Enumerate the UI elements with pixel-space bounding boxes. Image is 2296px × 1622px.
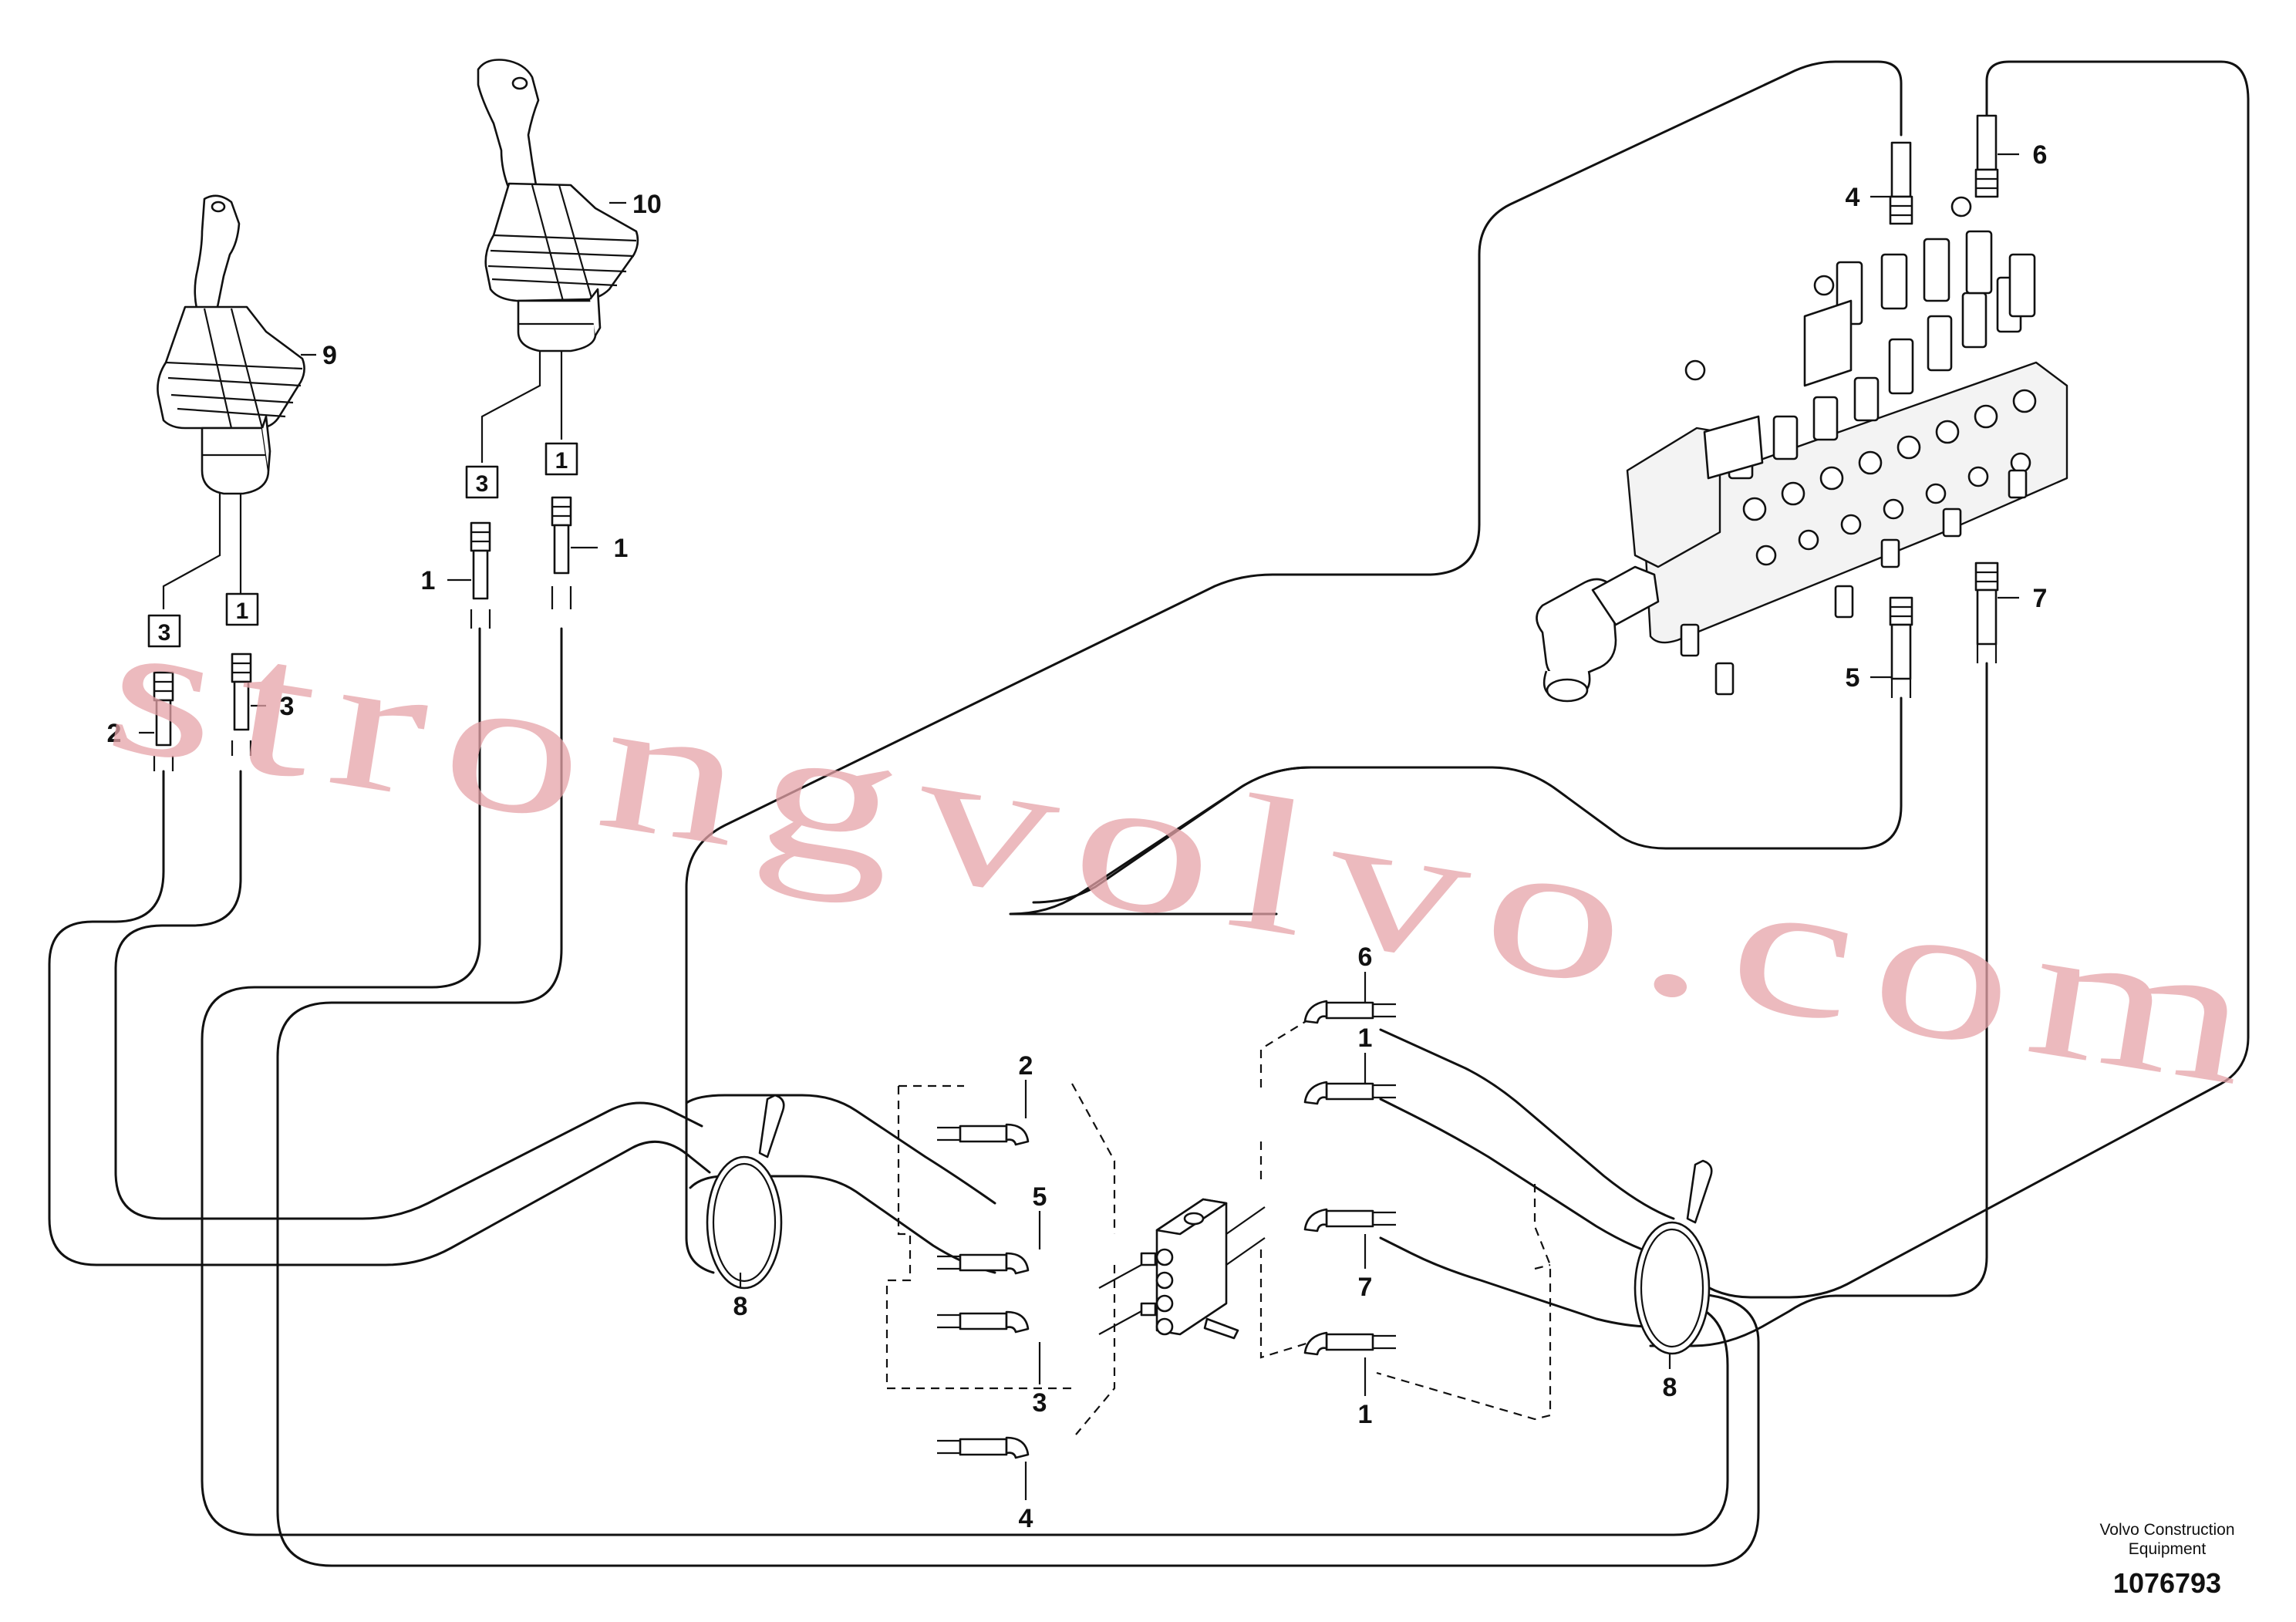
jr-box-a-frame xyxy=(465,465,499,499)
hose-jl-1 xyxy=(114,770,703,1220)
elbow-fittings xyxy=(937,1000,1396,1459)
hose-jr-1 xyxy=(276,627,1760,1567)
callout-right-1b: 1 xyxy=(1358,1400,1373,1429)
hose-v5 xyxy=(1009,696,1903,916)
callout-block-3: 3 xyxy=(1033,1388,1047,1418)
hose-v5b xyxy=(1032,766,1313,904)
hose-r-mid xyxy=(1379,1098,1667,1259)
callout-clip-left-8: 8 xyxy=(733,1292,748,1321)
callout-jl-box-a: 3 xyxy=(158,620,171,646)
footer: Volvo Construction Equipment 1076793 xyxy=(2099,1521,2234,1599)
hose-b-upper xyxy=(685,1094,996,1205)
jl-box-b-frame xyxy=(225,592,259,626)
callout-valve-4: 4 xyxy=(1846,183,1860,212)
hose-routing xyxy=(48,60,2250,1567)
hose-v4 xyxy=(685,60,1903,1274)
callout-block-4: 4 xyxy=(1019,1504,1033,1533)
callout-jl-box-b: 1 xyxy=(236,599,249,624)
watermark-text: strongvolvo.com xyxy=(94,577,2283,1129)
jl-box-a-frame xyxy=(147,614,181,648)
cable-clip-left-icon xyxy=(706,1094,785,1290)
valve-fittings xyxy=(1889,114,1999,698)
callout-jr-box-b: 1 xyxy=(555,448,568,474)
callout-jr-fitting-b: 1 xyxy=(614,534,629,563)
callout-valve-7: 7 xyxy=(2033,584,2048,613)
callout-block-5: 5 xyxy=(1033,1182,1047,1212)
pilot-block-icon xyxy=(1098,1198,1266,1340)
brand-line-1: Volvo Construction xyxy=(2099,1521,2234,1539)
callout-valve-6: 6 xyxy=(2033,140,2048,170)
hose-r-low xyxy=(1379,1236,1652,1328)
hose-v6 xyxy=(1695,60,2250,1299)
callout-right-7: 7 xyxy=(1358,1273,1373,1302)
hose-jl-3 xyxy=(48,770,711,1266)
joystick-fittings xyxy=(147,442,578,771)
hose-jr-3 xyxy=(201,627,1729,1536)
callout-jl-fitting-a: 2 xyxy=(107,719,122,748)
joystick-right-icon xyxy=(477,59,639,352)
callout-right-6: 6 xyxy=(1358,943,1373,972)
cable-clip-right-icon xyxy=(1633,1159,1713,1355)
control-valve-icon xyxy=(1536,196,2068,703)
callout-jl-fitting-b: 3 xyxy=(280,692,295,721)
joystick-left-icon xyxy=(157,194,305,495)
callout-9: 9 xyxy=(322,341,337,370)
joystick-stems xyxy=(162,351,563,609)
leader-lines xyxy=(139,153,2019,1500)
callout-10: 10 xyxy=(632,190,662,219)
callout-valve-5: 5 xyxy=(1846,663,1860,693)
callout-block-2: 2 xyxy=(1019,1051,1033,1081)
jr-box-b-frame xyxy=(544,442,578,476)
callout-clip-right-8: 8 xyxy=(1663,1373,1677,1402)
brand-line-2: Equipment xyxy=(2129,1540,2207,1558)
hose-r-upper xyxy=(1379,1028,1675,1220)
callout-jr-box-a: 3 xyxy=(476,471,489,497)
dashed-guides xyxy=(885,1017,1552,1435)
callout-jr-fitting-a: 1 xyxy=(421,566,436,595)
callouts: 9 10 3 1 2 3 3 1 1 1 4 6 5 7 2 5 3 4 6 1… xyxy=(107,140,2048,1533)
callout-right-1a: 1 xyxy=(1358,1023,1373,1053)
drawing-number: 1076793 xyxy=(2113,1567,2221,1599)
hose-v7 xyxy=(1649,662,1988,1347)
